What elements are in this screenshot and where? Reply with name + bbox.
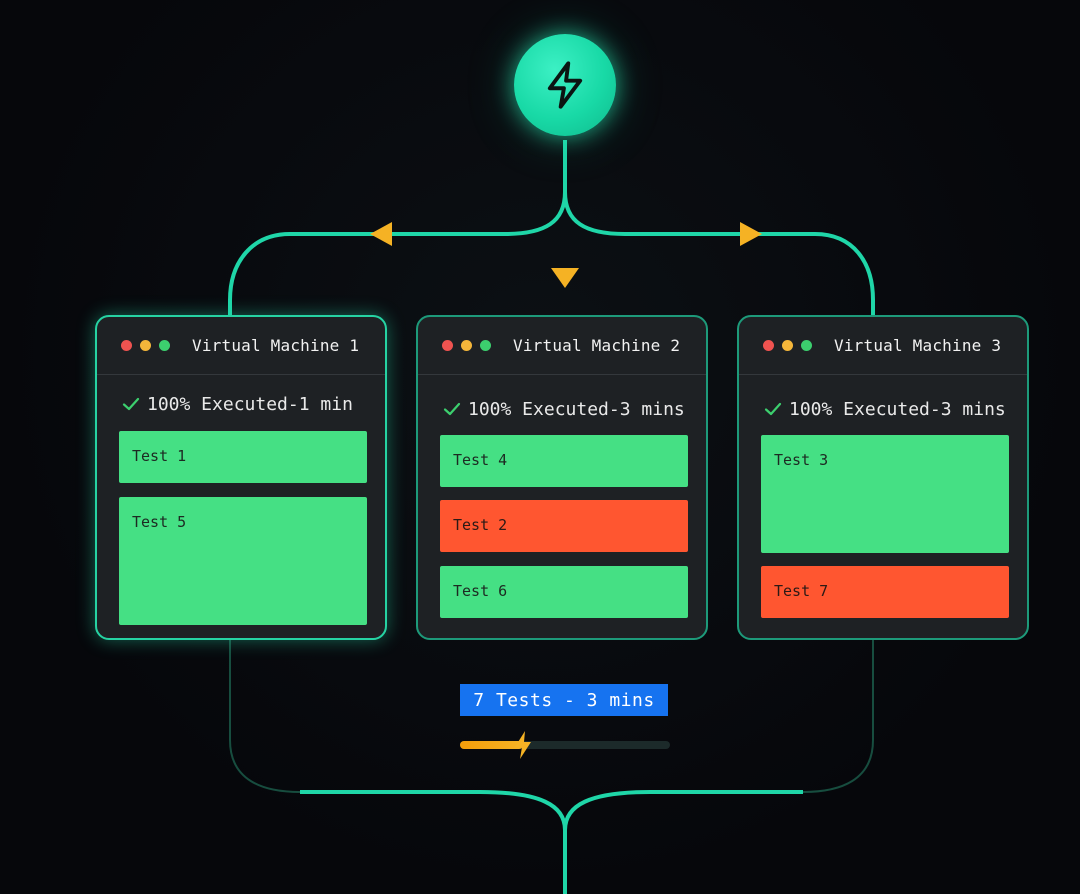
connector-right-branch xyxy=(563,191,875,318)
test-block[interactable]: Test 4 xyxy=(440,435,688,487)
center-flow-arrow xyxy=(551,268,579,288)
vm-status-text: 100% Executed-3 mins xyxy=(468,398,685,420)
progress-bar xyxy=(460,731,670,759)
test-label: Test 1 xyxy=(132,447,187,465)
right-flow-arrow xyxy=(740,222,762,246)
close-dot[interactable] xyxy=(763,340,774,351)
connector-merge-left xyxy=(300,790,567,831)
minimize-dot[interactable] xyxy=(782,340,793,351)
maximize-dot[interactable] xyxy=(801,340,812,351)
window-titlebar: Virtual Machine 2 xyxy=(418,317,706,375)
connector-left-branch xyxy=(228,191,567,318)
test-block[interactable]: Test 3 xyxy=(761,435,1009,553)
maximize-dot[interactable] xyxy=(480,340,491,351)
vm-status: 100% Executed-3 mins xyxy=(739,375,1027,443)
test-block[interactable]: Test 7 xyxy=(761,566,1009,618)
close-dot[interactable] xyxy=(442,340,453,351)
test-label: Test 3 xyxy=(774,451,829,469)
window-titlebar: Virtual Machine 3 xyxy=(739,317,1027,375)
vm-status-text: 100% Executed-3 mins xyxy=(789,398,1006,420)
virtual-machine-card-3: Virtual Machine 3 100% Executed-3 mins T… xyxy=(737,315,1029,640)
virtual-machine-card-2: Virtual Machine 2 100% Executed-3 mins T… xyxy=(416,315,708,640)
virtual-machine-card-1: Virtual Machine 1 100% Executed-1 min Te… xyxy=(95,315,387,640)
check-icon xyxy=(763,399,783,419)
minimize-dot[interactable] xyxy=(461,340,472,351)
close-dot[interactable] xyxy=(121,340,132,351)
progress-fill xyxy=(460,741,523,749)
test-block[interactable]: Test 2 xyxy=(440,500,688,552)
window-titlebar: Virtual Machine 1 xyxy=(97,317,385,375)
connector-right-return xyxy=(650,640,874,793)
test-block[interactable]: Test 5 xyxy=(119,497,367,625)
vm-title: Virtual Machine 2 xyxy=(513,336,681,355)
lightning-bolt-icon xyxy=(515,731,531,759)
vm-status-text: 100% Executed-1 min xyxy=(147,393,353,415)
check-icon xyxy=(121,394,141,414)
test-label: Test 4 xyxy=(453,451,508,469)
left-flow-arrow xyxy=(370,222,392,246)
test-label: Test 2 xyxy=(453,516,508,534)
lightning-bolt-icon xyxy=(547,61,583,109)
minimize-dot[interactable] xyxy=(140,340,151,351)
test-block[interactable]: Test 1 xyxy=(119,431,367,483)
connector-merge-right xyxy=(563,790,803,831)
test-block[interactable]: Test 6 xyxy=(440,566,688,618)
test-label: Test 5 xyxy=(132,513,187,531)
vm-title: Virtual Machine 1 xyxy=(192,336,360,355)
test-label: Test 7 xyxy=(774,582,829,600)
check-icon xyxy=(442,399,462,419)
vm-status: 100% Executed-3 mins xyxy=(418,375,706,443)
vm-title: Virtual Machine 3 xyxy=(834,336,1002,355)
summary-badge: 7 Tests - 3 mins xyxy=(460,684,668,716)
trigger-hub[interactable] xyxy=(514,34,616,136)
connector-left-return xyxy=(229,640,480,793)
maximize-dot[interactable] xyxy=(159,340,170,351)
vm-status: 100% Executed-1 min xyxy=(97,375,385,433)
test-label: Test 6 xyxy=(453,582,508,600)
